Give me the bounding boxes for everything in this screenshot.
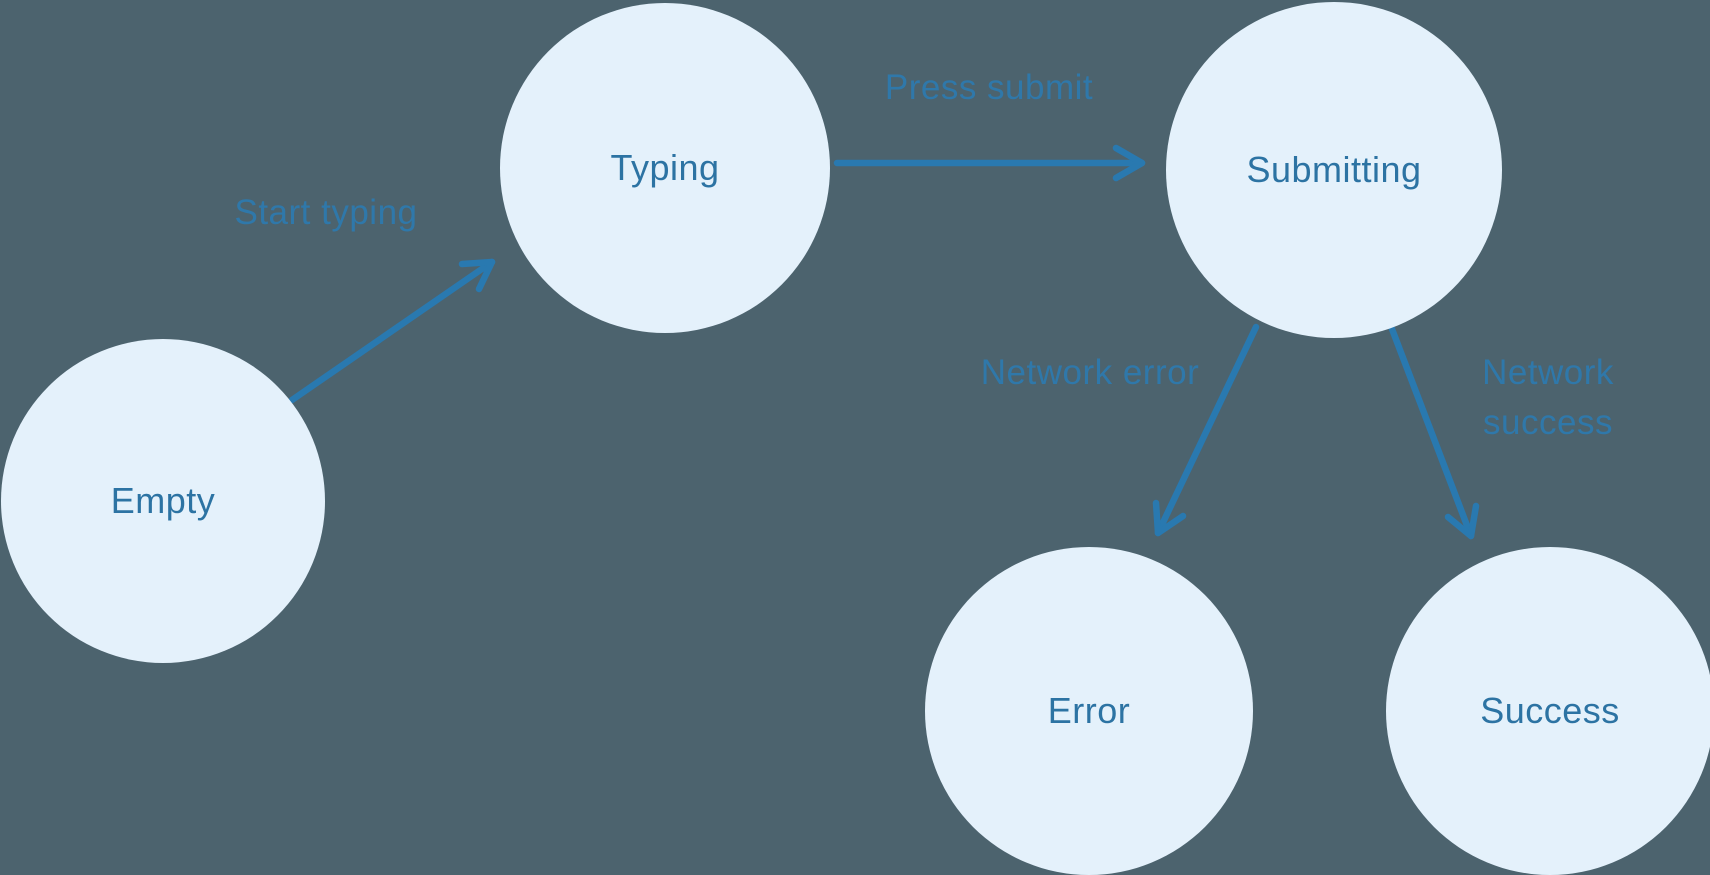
arrow-typing-to-submitting bbox=[833, 144, 1146, 182]
edge-label-press-submit: Press submit bbox=[884, 68, 1094, 107]
edge-label-start-typing: Start typing bbox=[234, 193, 418, 232]
arrowhead-icon bbox=[458, 258, 496, 293]
node-label: Success bbox=[1480, 690, 1620, 731]
state-node-empty: Empty bbox=[1, 339, 325, 663]
state-node-error: Error bbox=[925, 547, 1253, 875]
state-node-submitting: Submitting bbox=[1166, 2, 1502, 338]
node-label: Submitting bbox=[1246, 149, 1422, 190]
edge-label-network-success: Network success bbox=[1482, 353, 1614, 442]
arrow-empty-to-typing bbox=[288, 258, 496, 404]
edge-label-network-error: Network error bbox=[980, 353, 1200, 392]
arrowhead-icon bbox=[1152, 499, 1187, 537]
node-label: Empty bbox=[110, 480, 216, 521]
state-node-typing: Typing bbox=[500, 3, 830, 333]
arrowhead-icon bbox=[1444, 502, 1480, 540]
arrowhead-icon bbox=[1112, 144, 1146, 182]
node-label: Error bbox=[1047, 690, 1131, 731]
node-label: Typing bbox=[610, 147, 720, 188]
state-node-success: Success bbox=[1386, 547, 1710, 875]
